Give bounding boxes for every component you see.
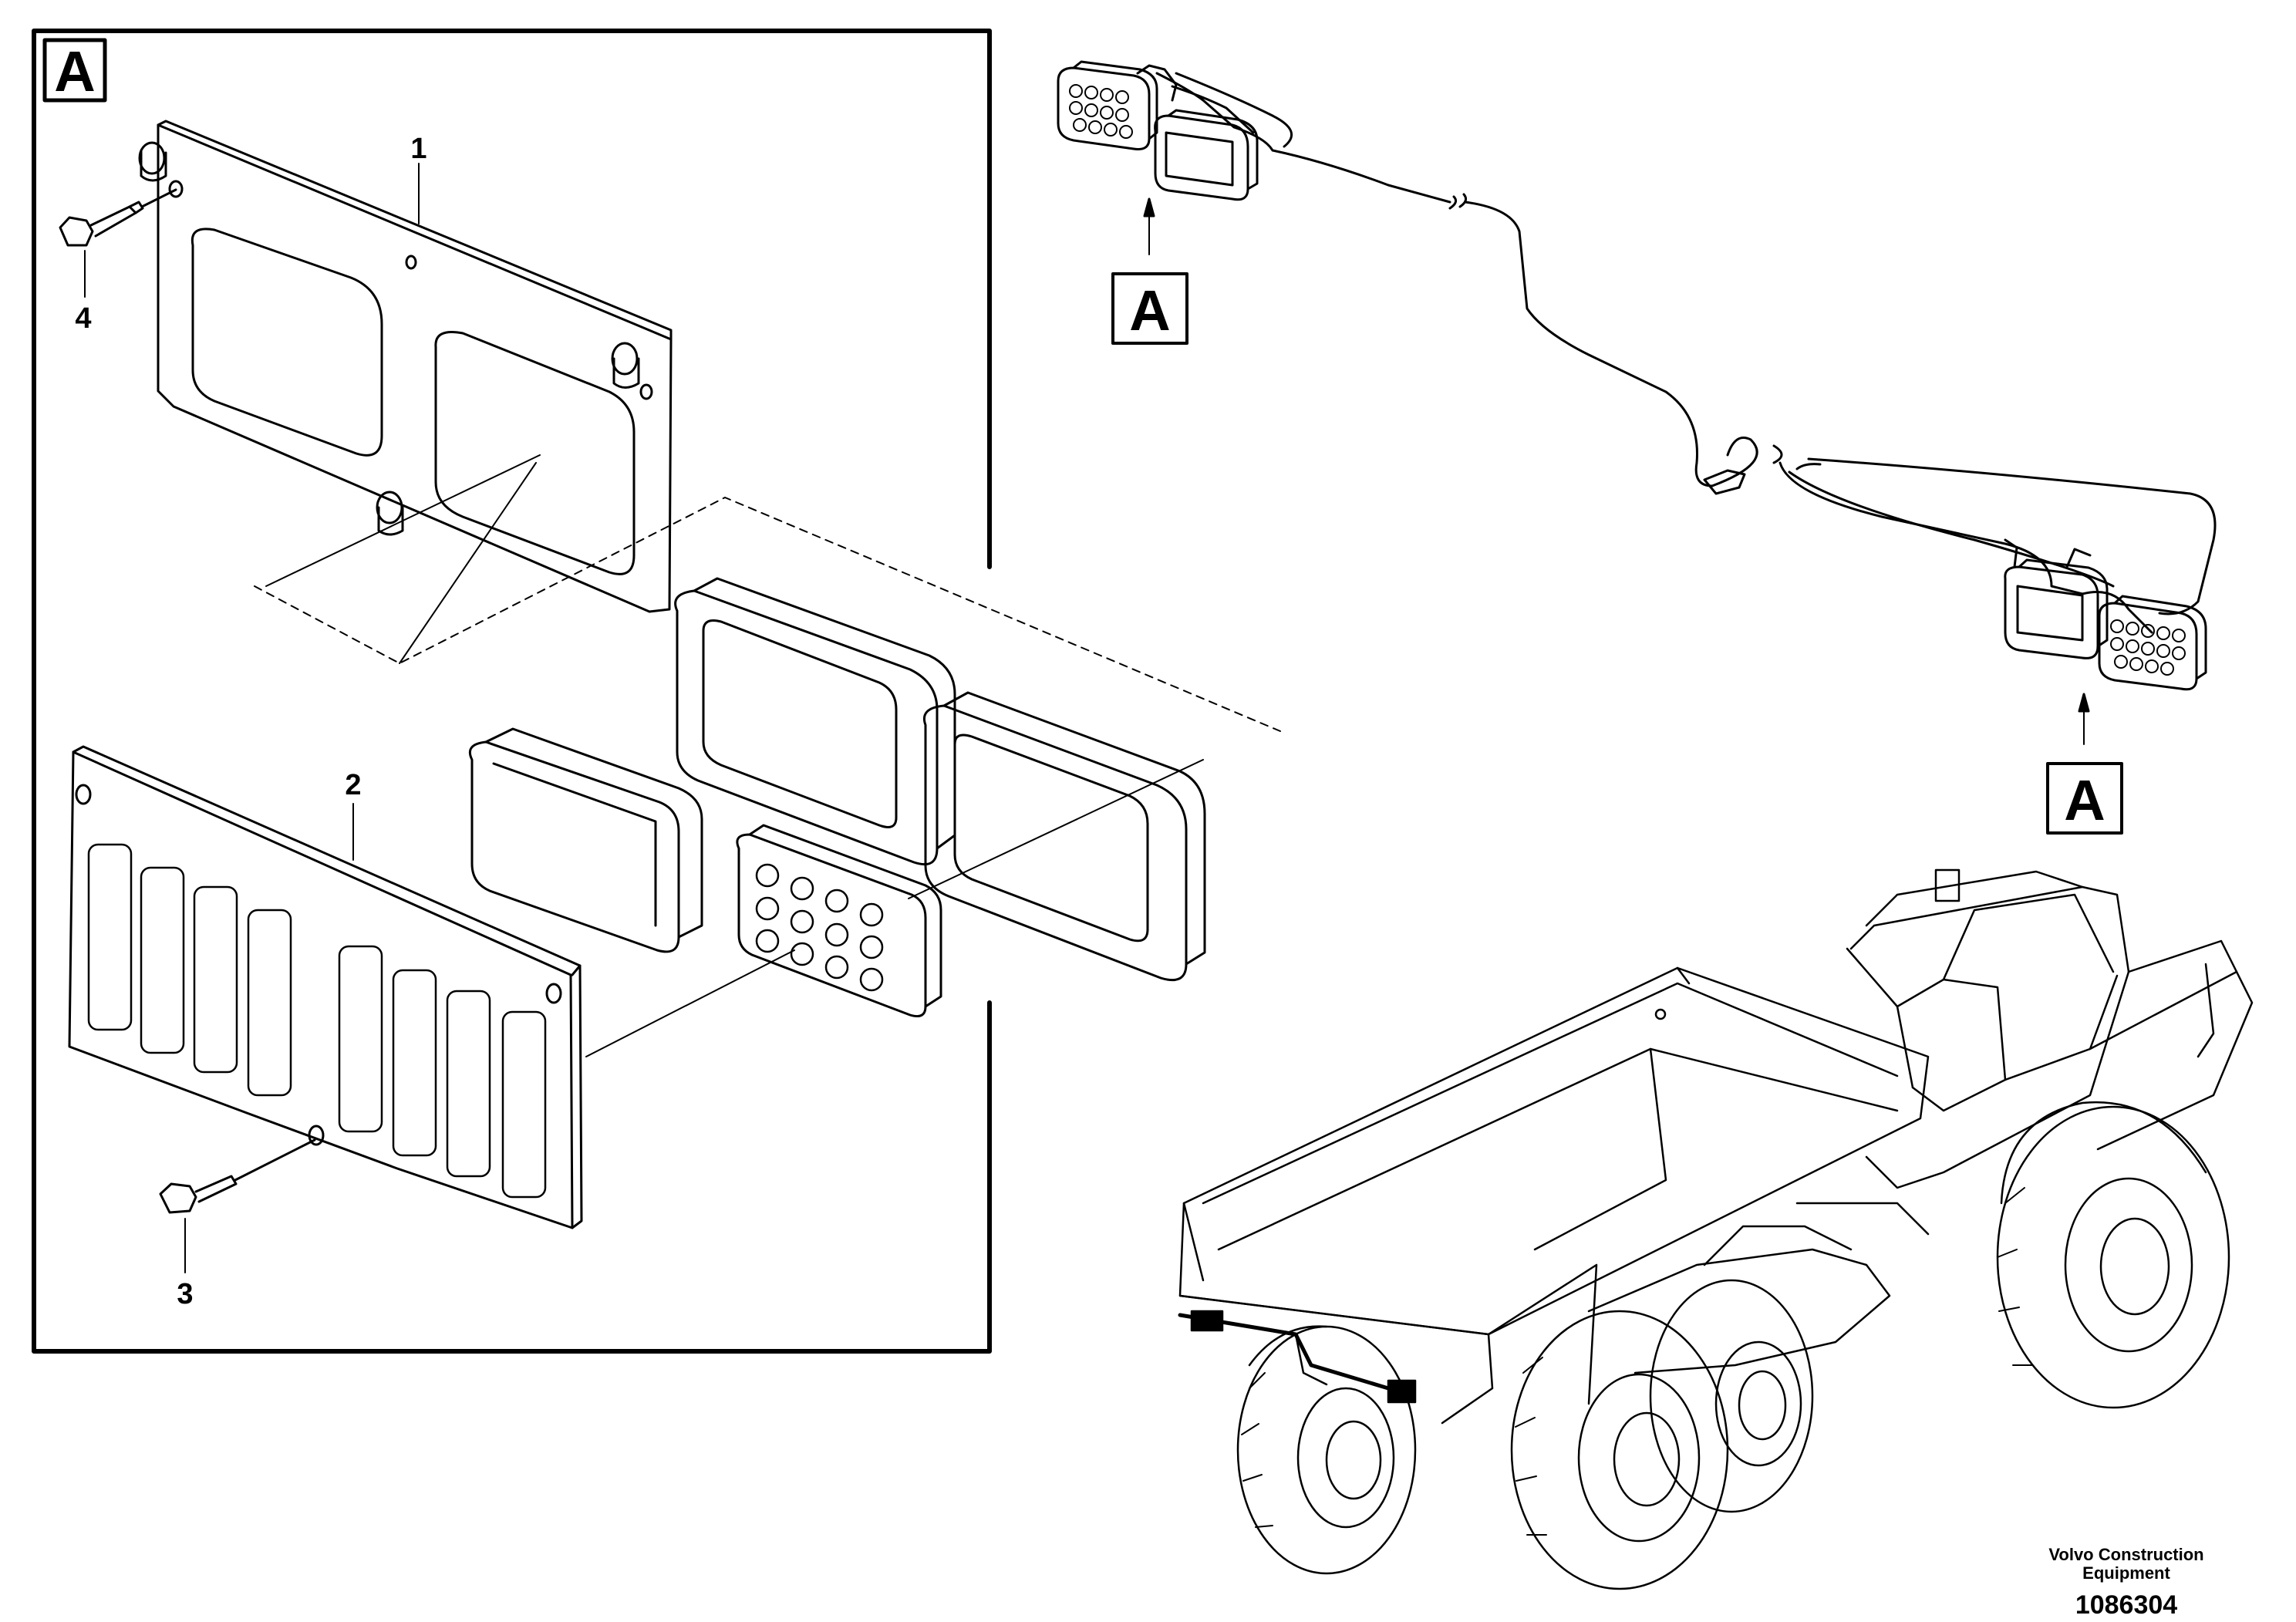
view-marker-bottom-label: A: [2064, 768, 2105, 832]
view-marker-bottom: A: [2046, 693, 2123, 835]
gasket-left: [674, 577, 956, 866]
callout-1: 1: [410, 133, 426, 165]
wiring-harness: [1155, 72, 2217, 634]
drawing-number: 1086304: [2075, 1590, 2178, 1620]
mounting-plate: [138, 120, 673, 613]
detail-view-label: A: [54, 39, 95, 103]
lamp-unit-top: [1057, 60, 1259, 201]
callout-leaders: [84, 163, 420, 1273]
callout-3: 3: [177, 1278, 193, 1310]
brand-caption: Volvo Construction Equipment: [2034, 1546, 2219, 1583]
brand-line-1: Volvo Construction: [2048, 1545, 2204, 1564]
grille-slots: [87, 843, 547, 1199]
lamp-unit-bottom: [2004, 538, 2207, 691]
view-marker-top-label: A: [1129, 278, 1170, 342]
gasket-right: [923, 691, 1206, 982]
detail-view-label-box: A: [42, 38, 107, 103]
work-lamp-led: [736, 824, 942, 1018]
work-lamp-plain: [468, 727, 703, 953]
articulated-hauler: [1178, 868, 2254, 1590]
view-marker-top: A: [1111, 197, 1188, 345]
screw-lower: [159, 1138, 316, 1214]
detail-view-frame: [32, 29, 992, 1354]
assembly-lines: [254, 454, 1281, 1057]
screw-upper: [59, 188, 177, 247]
grille-panel: [68, 745, 583, 1229]
callout-2: 2: [345, 769, 361, 801]
callout-4: 4: [75, 302, 91, 335]
brand-line-2: Equipment: [2082, 1563, 2170, 1583]
lamp-led-lenses: [755, 863, 884, 992]
